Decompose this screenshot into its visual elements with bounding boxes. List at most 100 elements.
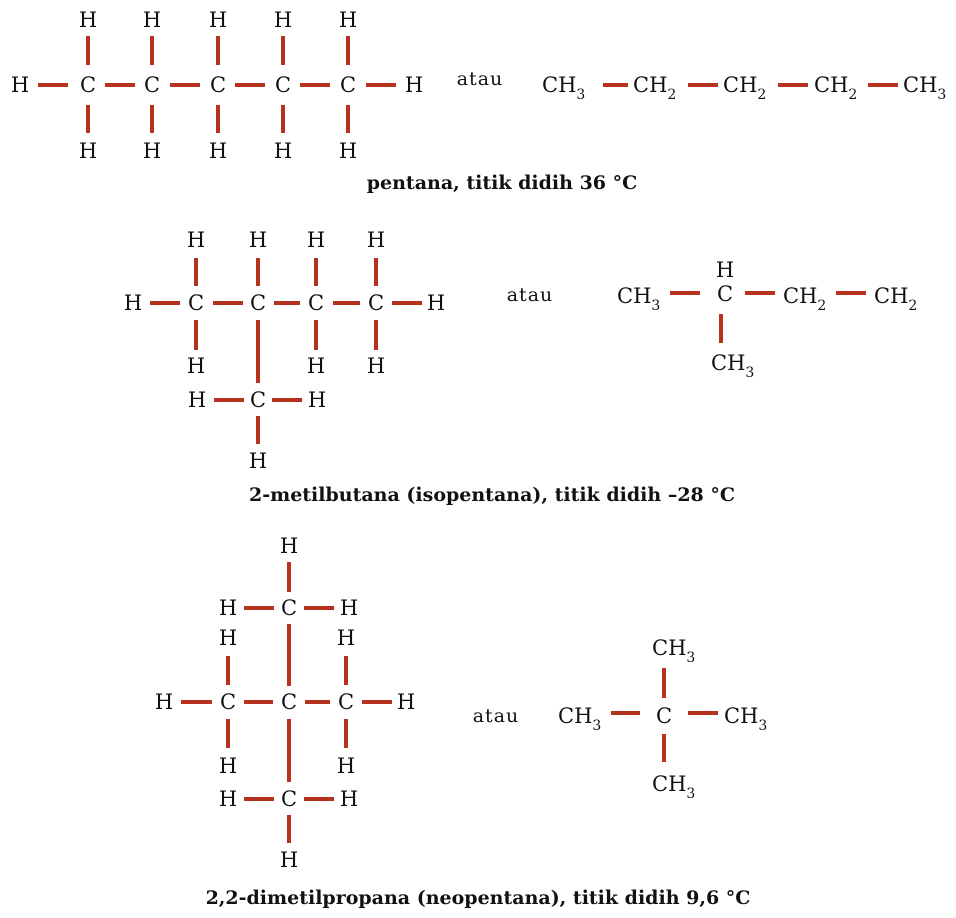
carbon-atom: C (281, 596, 297, 620)
carbon-atom: C (80, 73, 96, 97)
hydrogen-atom: H (274, 8, 292, 32)
hydrogen-atom: H (219, 626, 237, 650)
carbon-atom: C (656, 704, 672, 728)
methyl-group: CH3 (652, 636, 695, 666)
hydrogen-atom: H (155, 690, 173, 714)
carbon-atom: C (368, 291, 384, 315)
methyl-group: CH3 (558, 704, 601, 734)
methyl-group-subscript: 3 (686, 786, 695, 802)
methyl-group-symbol: CH (558, 704, 592, 728)
carbon-atom: C (144, 73, 160, 97)
carbon-atom: C (340, 73, 356, 97)
hydrogen-atom: H (307, 228, 325, 252)
carbon-atom: C (210, 73, 226, 97)
hydrogen-atom: H (143, 139, 161, 163)
connector-neopentana: atau (473, 705, 520, 727)
methylene-group: CH2 (783, 284, 826, 314)
methyl-group-symbol: CH (652, 772, 686, 796)
hydrogen-atom: H (340, 596, 358, 620)
methylene-group-symbol: CH (814, 73, 848, 97)
methylene-group-subscript: 2 (667, 87, 676, 103)
carbon-atom: C (281, 787, 297, 811)
hydrogen-atom: H (187, 354, 205, 378)
carbon-atom: C (275, 73, 291, 97)
carbon-atom: C (717, 282, 733, 306)
hydrogen-atom: H (209, 139, 227, 163)
methyl-group: CH3 (903, 73, 946, 103)
methyl-group-symbol: CH (903, 73, 937, 97)
hydrogen-atom: H (427, 291, 445, 315)
methyl-group-symbol: CH (711, 351, 745, 375)
carbon-atom: C (281, 690, 297, 714)
bond-layer (38, 36, 898, 843)
methylene-group: CH2 (633, 73, 676, 103)
methyl-group-subscript: 3 (937, 87, 946, 103)
hydrogen-atom: H (249, 449, 267, 473)
hydrogen-atom: H (280, 848, 298, 872)
methylene-group-symbol: CH (633, 73, 667, 97)
hydrogen-atom: H (219, 754, 237, 778)
connector-isopentana: atau (507, 284, 554, 306)
methyl-group: CH3 (542, 73, 585, 103)
methyl-group: CH3 (711, 351, 754, 381)
methyl-group-symbol: CH (617, 284, 651, 308)
methylene-group: CH2 (814, 73, 857, 103)
connector-pentana: atau (457, 68, 504, 90)
hydrogen-atom: H (188, 388, 206, 412)
carbon-atom: C (188, 291, 204, 315)
hydrogen-atom: H (337, 626, 355, 650)
methyl-group-subscript: 3 (686, 650, 695, 666)
methylene-group-subscript: 2 (757, 87, 766, 103)
methyl-group-subscript: 3 (651, 298, 660, 314)
caption-pentana: pentana, titik didih 36 °C (367, 172, 638, 194)
methylene-group-subscript: 2 (848, 87, 857, 103)
carbon-atom: C (338, 690, 354, 714)
methylene-group: CH2 (723, 73, 766, 103)
hydrogen-atom: H (337, 754, 355, 778)
caption-isopentana: 2-metilbutana (isopentana), titik didih … (249, 484, 735, 506)
methylene-group-subscript: 2 (908, 298, 917, 314)
hydrogen-atom: H (187, 228, 205, 252)
hydrogen-atom: H (340, 787, 358, 811)
carbon-atom: C (220, 690, 236, 714)
hydrogen-atom: H (219, 596, 237, 620)
methyl-group-symbol: CH (724, 704, 758, 728)
hydrogen-atom: H (367, 354, 385, 378)
carbon-atom: C (308, 291, 324, 315)
methylene-group-symbol: CH (783, 284, 817, 308)
hydrogen-atom: H (79, 8, 97, 32)
hydrogen-atom: H (397, 690, 415, 714)
hydrogen-atom: H (308, 388, 326, 412)
hydrogen-atom: H (79, 139, 97, 163)
methylene-group-symbol: CH (874, 284, 908, 308)
hydrogen-atom: H (124, 291, 142, 315)
carbon-atom: C (250, 388, 266, 412)
methyl-group: CH3 (652, 772, 695, 802)
hydrogen-atom: H (209, 8, 227, 32)
hydrogen-atom: H (274, 139, 292, 163)
hydrogen-atom: H (307, 354, 325, 378)
methyl-group: CH3 (617, 284, 660, 314)
hydrogen-atom: H (405, 73, 423, 97)
methyl-group: CH3 (724, 704, 767, 734)
methylene-group-subscript: 2 (817, 298, 826, 314)
hydrogen-atom: H (716, 258, 734, 282)
methyl-group-subscript: 3 (758, 718, 767, 734)
methyl-group-subscript: 3 (576, 87, 585, 103)
methyl-group-subscript: 3 (745, 365, 754, 381)
methylene-group-symbol: CH (723, 73, 757, 97)
caption-neopentana: 2,2-dimetilpropana (neopentana), titik d… (206, 887, 751, 909)
hydrogen-atom: H (219, 787, 237, 811)
methyl-group-symbol: CH (542, 73, 576, 97)
methyl-group-symbol: CH (652, 636, 686, 660)
hydrogen-atom: H (367, 228, 385, 252)
hydrogen-atom: H (11, 73, 29, 97)
hydrogen-atom: H (339, 8, 357, 32)
hydrogen-atom: H (249, 228, 267, 252)
methyl-group-subscript: 3 (592, 718, 601, 734)
hydrogen-atom: H (339, 139, 357, 163)
hydrogen-atom: H (143, 8, 161, 32)
methylene-group: CH2 (874, 284, 917, 314)
